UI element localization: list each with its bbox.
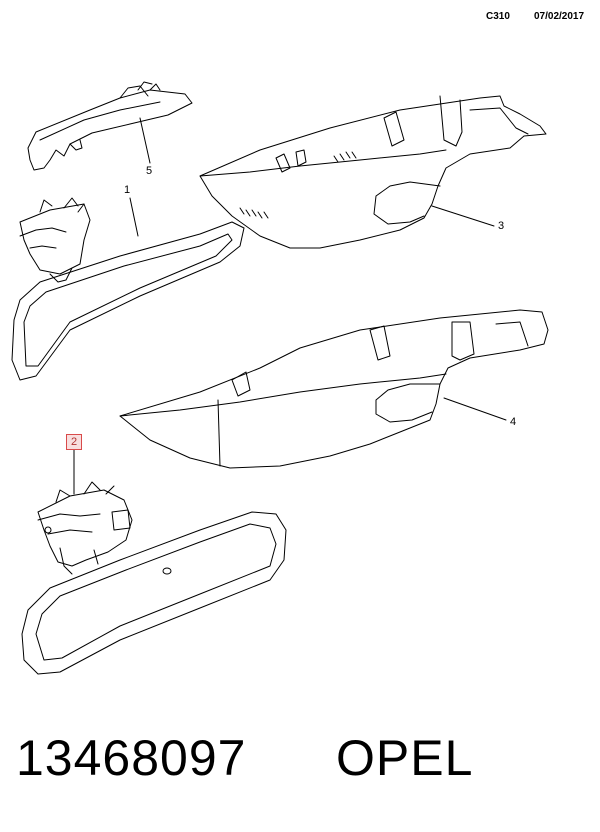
callout-2-highlighted[interactable]: 2 — [66, 434, 82, 450]
part-number: 13468097 — [16, 730, 247, 786]
callout-5: 5 — [146, 165, 153, 177]
callout-4: 4 — [510, 416, 517, 428]
diagram-code: C310 — [486, 11, 510, 22]
diagram-date: 07/02/2017 — [534, 11, 585, 22]
part-1-mirror — [11, 197, 245, 381]
part-5-bracket — [27, 81, 193, 171]
brand-name: OPEL — [336, 730, 474, 786]
callout-3: 3 — [498, 220, 505, 232]
part-3-cover — [199, 95, 547, 249]
callout-1: 1 — [124, 184, 131, 196]
part-4-cover — [119, 309, 549, 469]
part-2-mirror — [21, 481, 287, 675]
